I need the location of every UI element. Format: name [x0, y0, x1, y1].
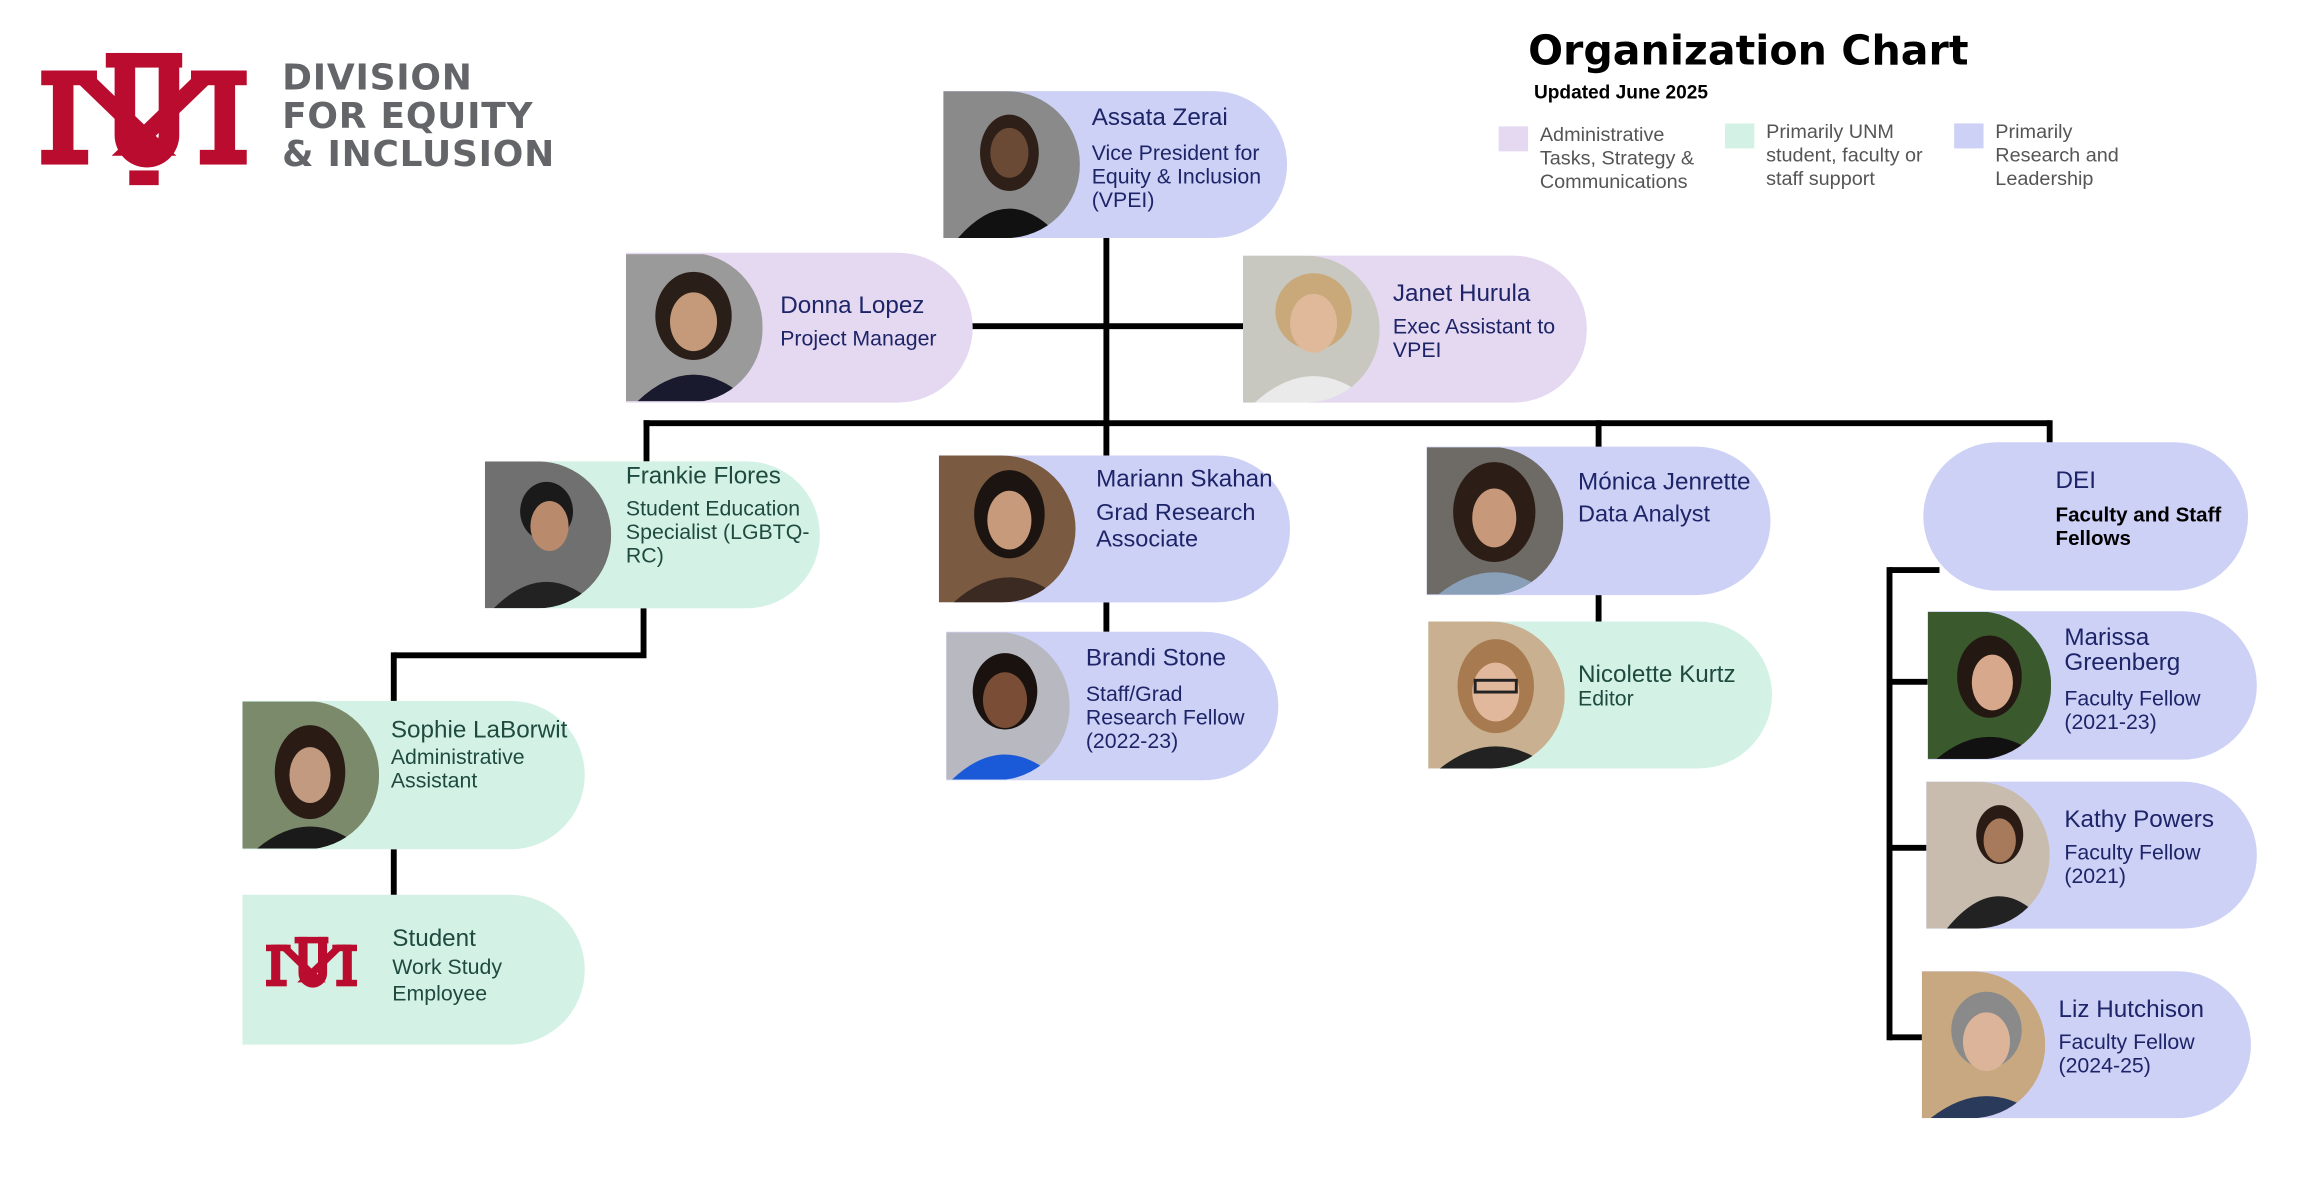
- person-name: Student: [392, 925, 476, 953]
- legend-label-support: Primarily UNM student, faculty or staff …: [1766, 120, 1923, 190]
- person-role: Exec Assistant to VPEI: [1392, 315, 1556, 363]
- person-name: Donna Lopez: [780, 292, 925, 319]
- node-liz-hutchison[interactable]: Liz Hutchison Faculty Fellow (2024-25): [1921, 971, 2251, 1119]
- node-frankie-flores[interactable]: Frankie Flores Student Education Special…: [484, 461, 820, 609]
- node-sophie-laborwit[interactable]: Sophie LaBorwit Administrative Assistant: [242, 700, 585, 850]
- person-role: Faculty Fellow (2021): [2064, 841, 2201, 889]
- chart-title: Organization Chart: [1528, 26, 1969, 75]
- legend-label-research: Primarily Research and Leadership: [1995, 120, 2119, 190]
- division-line-2: FOR EQUITY: [282, 94, 534, 137]
- legend-swatch-blue: [1954, 123, 1984, 149]
- person-name: Frankie Flores: [625, 462, 781, 490]
- legend-admin: Administrative Tasks, Strategy & Communi…: [1498, 123, 1702, 194]
- person-name: Assata Zerai: [1091, 104, 1228, 131]
- portrait-avatar: [484, 461, 612, 609]
- node-janet-hurula[interactable]: Janet Hurula Exec Assistant to VPEI: [1243, 255, 1587, 403]
- person-role: Administrative Assistant: [390, 746, 525, 794]
- person-role: Data Analyst: [1578, 502, 1711, 528]
- group-role: Faculty and Staff Fellows: [2055, 502, 2222, 550]
- node-marissa-greenberg[interactable]: Marissa Greenberg Faculty Fellow (2021-2…: [1927, 611, 2257, 760]
- division-name: DIVISION FOR EQUITY & INCLUSION: [282, 55, 556, 175]
- person-role: Vice President for Equity & Inclusion (V…: [1091, 142, 1262, 214]
- node-monica-jenrette[interactable]: Mónica Jenrette Data Analyst: [1426, 446, 1771, 596]
- node-donna-lopez[interactable]: Donna Lopez Project Manager: [625, 252, 973, 403]
- person-role: Student Education Specialist (LGBTQ-RC): [625, 498, 810, 569]
- person-role: Staff/Grad Research Fellow (2022-23): [1085, 683, 1245, 754]
- node-dei-fellows[interactable]: DEI Faculty and Staff Fellows: [1923, 442, 2249, 591]
- person-name: Liz Hutchison: [2058, 996, 2205, 1023]
- person-name: Brandi Stone: [1085, 645, 1226, 672]
- node-assata-zerai[interactable]: Assata Zerai Vice President for Equity &…: [943, 91, 1288, 239]
- node-student-work-study[interactable]: Student Work Study Employee: [242, 894, 585, 1045]
- person-role: Work Study Employee: [392, 956, 503, 1007]
- chart-subtitle: Updated June 2025: [1533, 80, 1709, 103]
- legend-research: Primarily Research and Leadership: [1954, 120, 2142, 191]
- person-name: Marissa Greenberg: [2064, 624, 2181, 676]
- group-name: DEI: [2055, 467, 2096, 494]
- person-role: Faculty Fellow (2024-25): [2058, 1031, 2195, 1079]
- legend-support: Primarily UNM student, faculty or staff …: [1724, 120, 1928, 191]
- portrait-avatar: [946, 632, 1070, 780]
- person-name: Janet Hurula: [1392, 280, 1531, 308]
- person-role: Project Manager: [780, 327, 937, 352]
- node-nicolette-kurtz[interactable]: Nicolette Kurtz Editor: [1428, 621, 1772, 769]
- person-name: Mónica Jenrette: [1578, 468, 1751, 496]
- person-name: Kathy Powers: [2064, 806, 2214, 834]
- portrait-avatar: [1921, 971, 2046, 1119]
- person-role: Faculty Fellow (2021-23): [2064, 687, 2201, 735]
- portrait-avatar: [242, 701, 380, 849]
- portrait-avatar: [1243, 255, 1380, 403]
- portrait-avatar: [625, 253, 763, 403]
- person-name: Mariann Skahan: [1096, 465, 1273, 493]
- person-role: Grad Research Associate: [1096, 501, 1256, 553]
- division-line-3: & INCLUSION: [282, 132, 556, 175]
- portrait-avatar: [1926, 781, 2050, 929]
- division-line-1: DIVISION: [282, 55, 473, 99]
- portrait-avatar: [938, 455, 1076, 603]
- portrait-avatar: [1428, 621, 1565, 769]
- portrait-avatar: [1426, 447, 1564, 595]
- node-brandi-stone[interactable]: Brandi Stone Staff/Grad Research Fellow …: [946, 631, 1279, 781]
- node-kathy-powers[interactable]: Kathy Powers Faculty Fellow (2021): [1926, 781, 2257, 929]
- person-role: Editor: [1578, 687, 1634, 712]
- person-name: Sophie LaBorwit: [390, 717, 568, 744]
- unm-icon: [265, 936, 358, 1001]
- person-name: Nicolette Kurtz: [1578, 661, 1736, 688]
- unm-logo: [41, 52, 247, 188]
- legend-swatch-purple: [1498, 126, 1529, 152]
- legend-swatch-green: [1724, 123, 1755, 149]
- node-mariann-skahan[interactable]: Mariann Skahan Grad Research Associate: [938, 455, 1291, 603]
- portrait-avatar: [943, 91, 1080, 239]
- portrait-avatar: [1927, 611, 2052, 759]
- legend-label-admin: Administrative Tasks, Strategy & Communi…: [1539, 123, 1695, 193]
